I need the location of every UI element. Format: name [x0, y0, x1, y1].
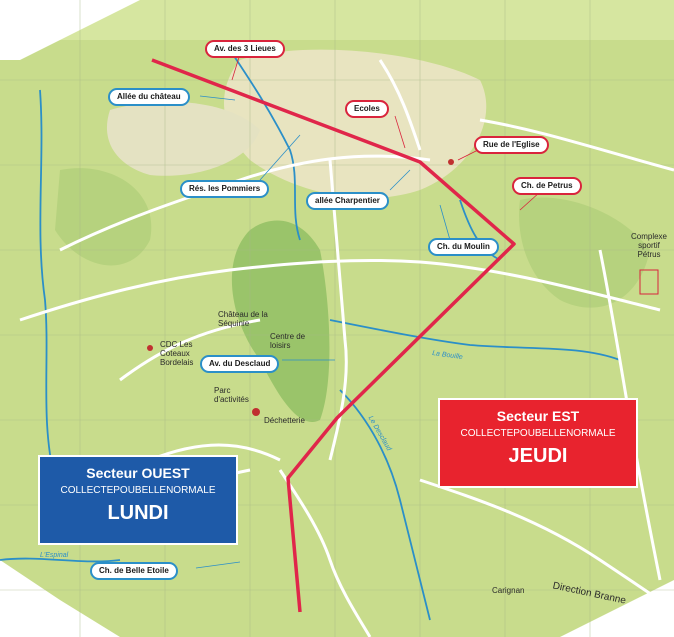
leader-ecoles [394, 115, 406, 149]
label-ch-petrus: Ch. de Petrus [512, 177, 582, 195]
outside-area-top-left [0, 0, 140, 60]
label-ch-moulin: Ch. du Moulin [428, 238, 499, 256]
sector-divider [151, 58, 516, 613]
leader-charpentier [389, 169, 411, 191]
sector-east-title: Secteur EST [496, 408, 580, 424]
leader-3-lieues [231, 53, 241, 81]
place-complexe: Complexe sportif Pétrus [630, 232, 667, 259]
leader-petrus [519, 191, 541, 211]
place-lespinal: L'Espinal [40, 552, 69, 559]
sector-east-day: JEUDI [508, 445, 568, 467]
label-ch-belle-etoile: Ch. de Belle Etoile [90, 562, 178, 580]
road-7 [149, 443, 281, 462]
label-res-pommiers: Rés. les Pommiers [180, 180, 270, 198]
leader-chateau [199, 95, 236, 101]
label-ecoles: Ecoles [345, 100, 389, 118]
place-parc: Parc d'activités [214, 386, 249, 404]
label-av-3-lieues: Av. des 3 Lieues [205, 40, 285, 58]
leader-moulin [439, 204, 451, 241]
place-dechetterie: Déchetterie [264, 416, 305, 425]
place-cdc: CDC Les Coteaux Bordelais [160, 340, 194, 367]
outside-area-bottom-right [560, 580, 674, 637]
label-allee-chateau: Allée du château [108, 88, 190, 106]
sector-west-box: Secteur OUEST COLLECTEPOUBELLENORMALE LU… [38, 455, 238, 545]
sport-field [639, 269, 659, 295]
road-1 [19, 258, 661, 322]
dechetterie-marker [252, 408, 260, 416]
outside-area-bottom-left [0, 560, 120, 637]
church-marker [448, 159, 454, 165]
leader-belle-etoile [195, 561, 241, 569]
river-west [39, 89, 56, 481]
road-5 [328, 159, 348, 461]
cdc-marker [147, 345, 153, 351]
river-le-desclaud [339, 389, 431, 621]
rivers [0, 49, 621, 621]
sector-west-subtitle: COLLECTEPOUBELLENORMALE [60, 485, 216, 496]
river-north [229, 49, 301, 241]
road-3 [119, 318, 261, 382]
river-espinal [0, 557, 121, 563]
leader-eglise [457, 149, 479, 161]
sector-east-subtitle: COLLECTEPOUBELLENORMALE [460, 428, 616, 439]
place-centre: Centre de loisirs [270, 332, 306, 350]
river-east [459, 199, 501, 261]
leader-lines [231, 53, 541, 211]
place-carignan: Carignan [492, 586, 525, 595]
road-10 [378, 59, 422, 151]
sector-west-day: LUNDI [107, 502, 169, 524]
label-allee-charpentier: allée Charpentier [306, 192, 389, 210]
sector-west-title: Secteur OUEST [86, 465, 190, 481]
label-rue-eglise: Rue de l'Eglise [474, 136, 549, 154]
leader-lines-blue [195, 95, 451, 569]
road-6 [419, 478, 674, 612]
leader-pommiers [259, 134, 301, 181]
woods-east [519, 197, 650, 308]
town-west [106, 101, 260, 176]
road-4 [278, 469, 372, 637]
sector-east-box: Secteur EST COLLECTEPOUBELLENORMALE JEUD… [438, 398, 638, 488]
place-chateau: Château de la Séquinie [218, 310, 268, 328]
label-av-desclaud: Av. du Desclaud [200, 355, 280, 373]
river-la-bouille [329, 319, 621, 361]
road-9 [479, 118, 674, 172]
woods-center [231, 220, 330, 422]
